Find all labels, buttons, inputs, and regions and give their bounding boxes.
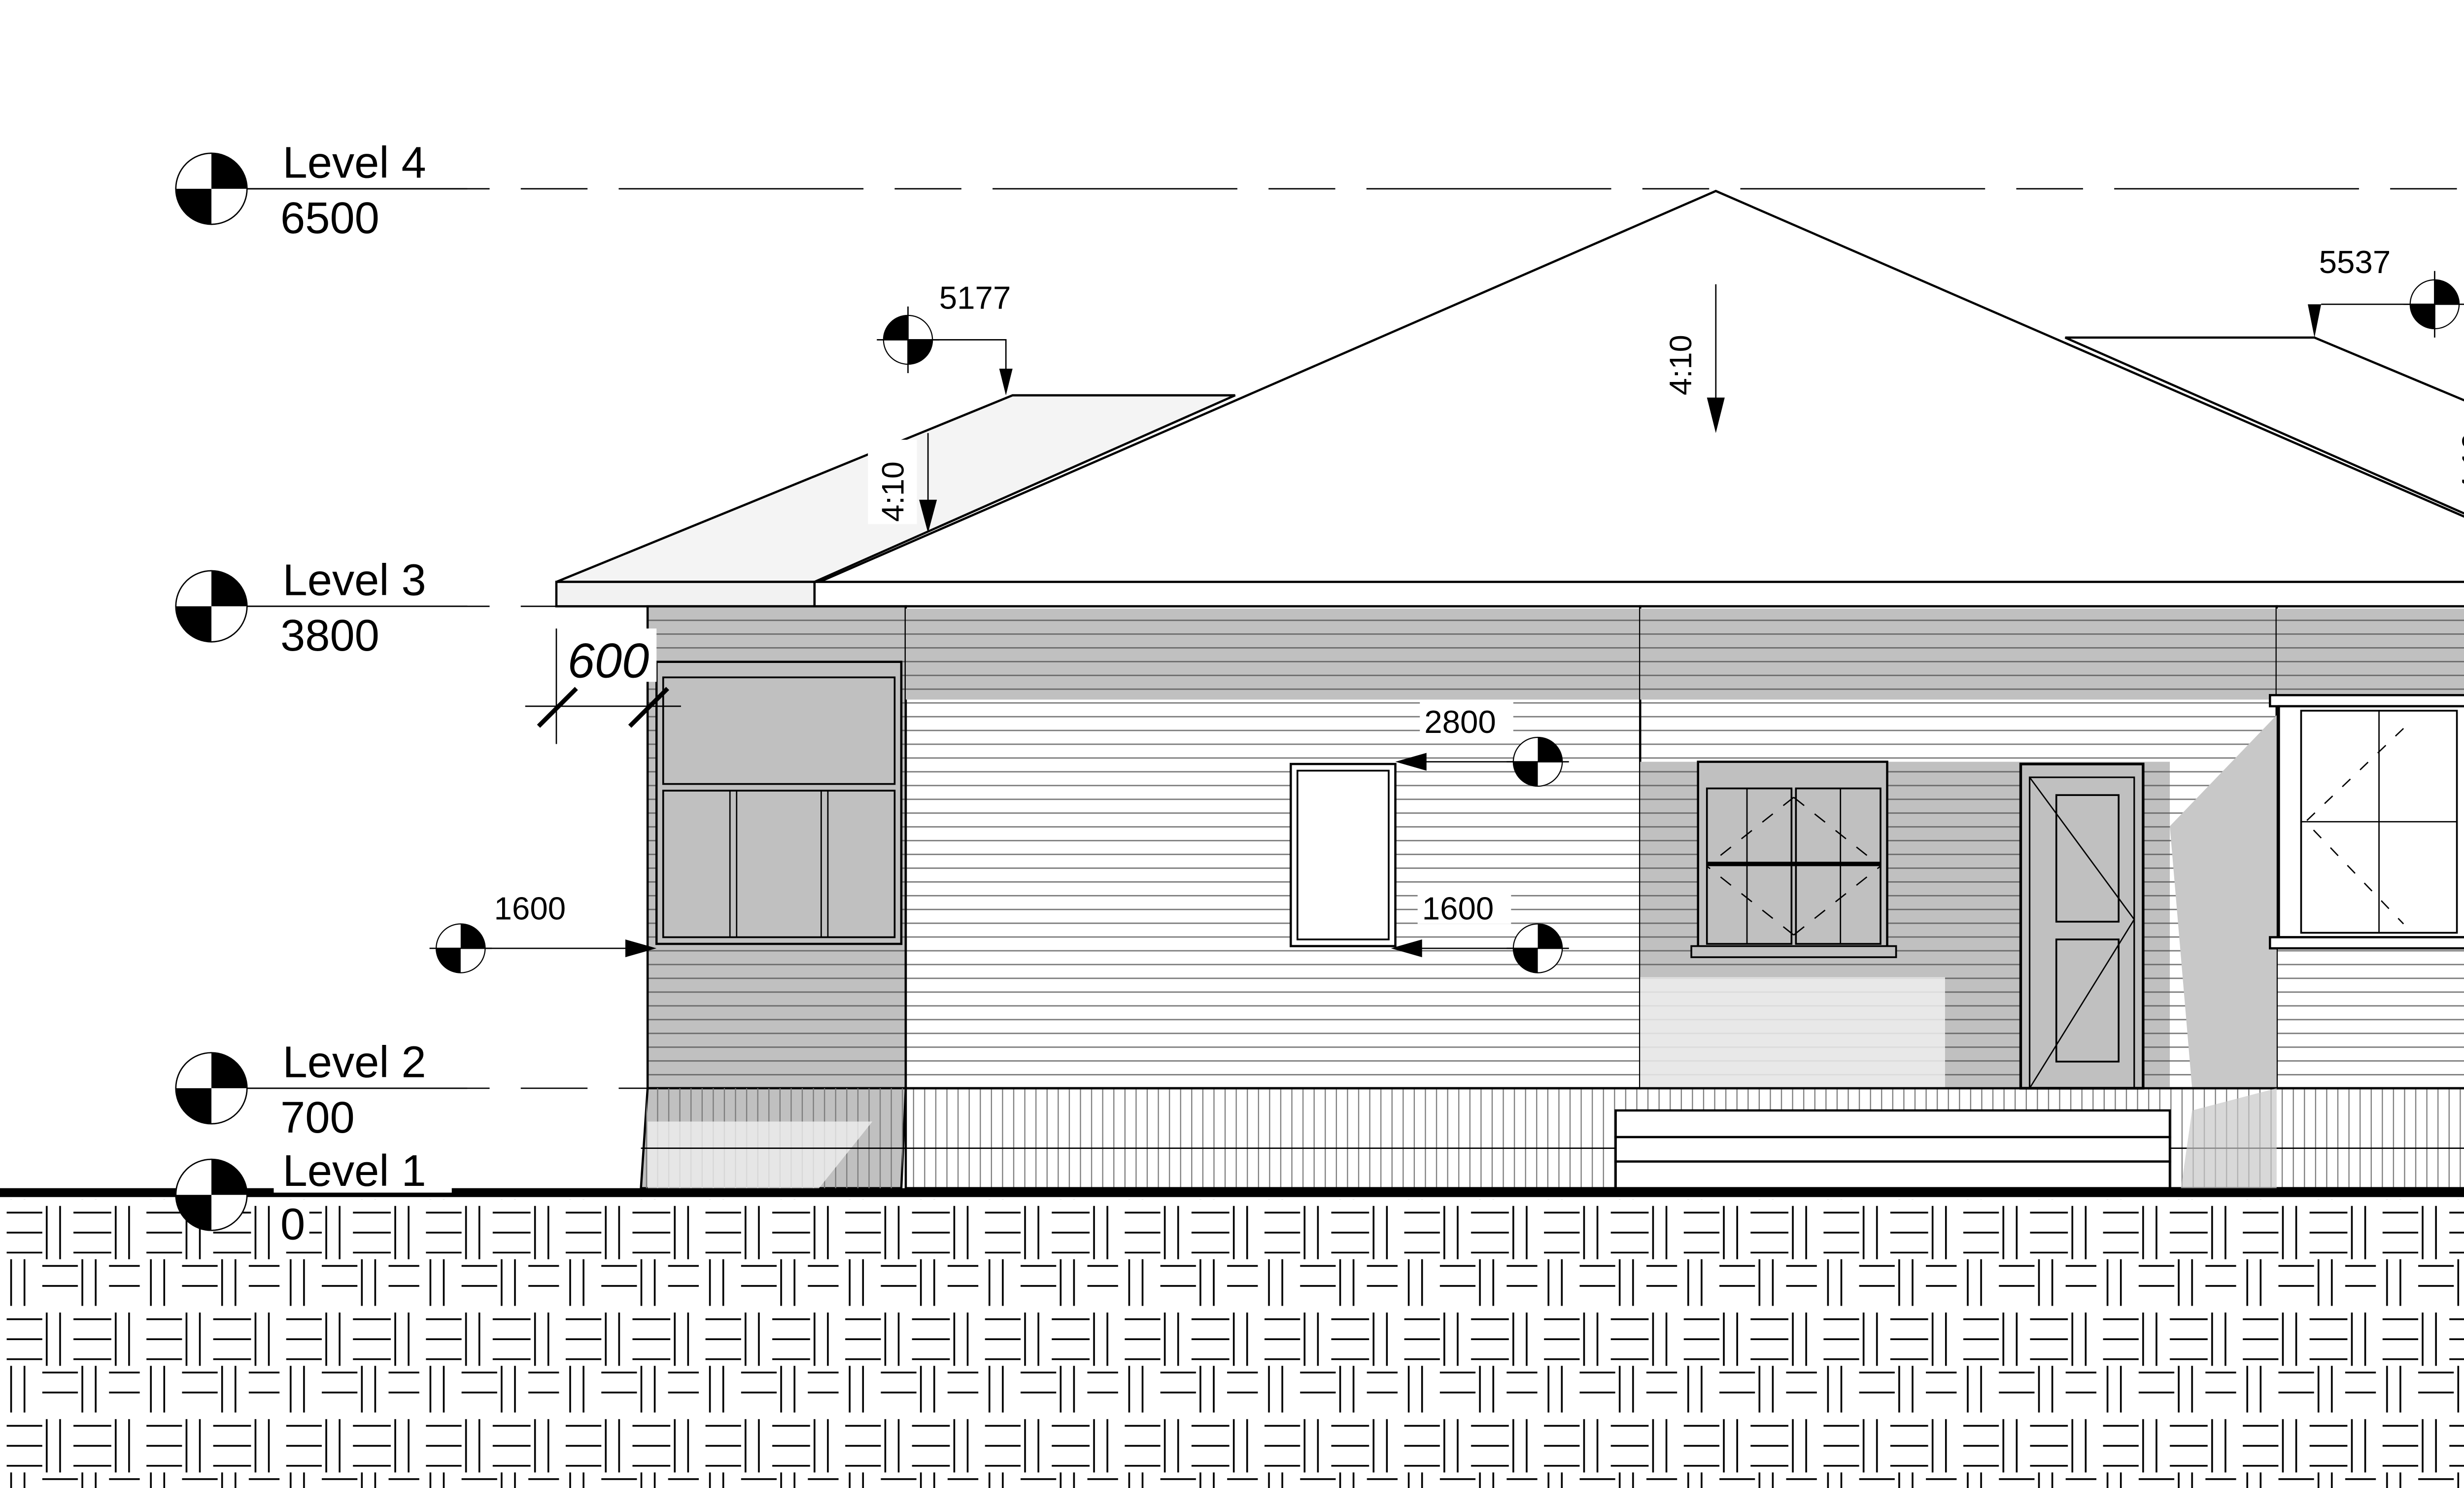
svg-text:1600: 1600	[1422, 891, 1494, 927]
roof-slope-left: 4:10	[868, 433, 937, 533]
window-center-left	[1289, 762, 1397, 947]
level-marker-left-2: Level 2 700	[175, 1037, 468, 1142]
spot-target-icon	[2403, 271, 2464, 338]
spot-elevation-2800: 2800	[1395, 701, 1569, 787]
svg-text:4:10: 4:10	[1664, 335, 1698, 395]
svg-text:6500: 6500	[280, 193, 379, 243]
roof-slope-center: 4:10	[1664, 284, 1725, 433]
svg-text:Level 4: Level 4	[283, 138, 426, 188]
spot-target-icon	[429, 923, 492, 973]
spot-elevation-1600-left: 1600	[429, 891, 657, 973]
walls	[646, 605, 2464, 1090]
spot-target-icon	[1506, 736, 1569, 787]
svg-text:Level 3: Level 3	[283, 555, 426, 605]
svg-text:Level 1: Level 1	[283, 1146, 426, 1196]
base-skirt	[640, 1087, 2464, 1189]
level-target-icon	[175, 1052, 248, 1125]
svg-text:5177: 5177	[939, 279, 1011, 315]
level-marker-left-4: Level 4 6500	[175, 138, 468, 243]
level-target-icon	[175, 1158, 248, 1231]
svg-text:3800: 3800	[280, 611, 379, 660]
porch-steps	[1614, 1109, 2171, 1189]
window-left	[655, 660, 903, 945]
svg-text:5537: 5537	[2319, 244, 2391, 280]
svg-text:2800: 2800	[1424, 704, 1496, 740]
ground	[0, 1188, 2464, 1488]
level-target-icon	[175, 570, 248, 643]
svg-text:Level 2: Level 2	[283, 1037, 426, 1087]
spot-target-icon	[877, 306, 939, 374]
level-target-icon	[175, 152, 248, 225]
spot-elevation-5537: 5537	[2308, 244, 2464, 338]
spot-elevation-5177: 5177	[877, 279, 1013, 396]
window-porch	[1690, 761, 1897, 958]
svg-text:4:10: 4:10	[2456, 433, 2464, 493]
svg-text:600: 600	[568, 633, 650, 688]
spot-elevation-1600-center: 1600	[1391, 888, 1569, 973]
level-marker-left-3: Level 3 3800	[175, 555, 468, 660]
svg-text:0: 0	[280, 1199, 305, 1249]
spot-target-icon	[1506, 923, 1569, 973]
svg-text:1600: 1600	[494, 891, 566, 927]
window-right	[2269, 694, 2464, 950]
level-marker-left-1: Level 1 0	[175, 1146, 452, 1249]
roof-slope-right: 4:10	[2456, 433, 2464, 493]
svg-text:4:10: 4:10	[876, 461, 910, 522]
roof	[555, 190, 2464, 608]
front-door[interactable]	[2019, 762, 2145, 1090]
svg-text:700: 700	[280, 1093, 355, 1142]
overhang-dimension-left: 600	[525, 628, 681, 744]
